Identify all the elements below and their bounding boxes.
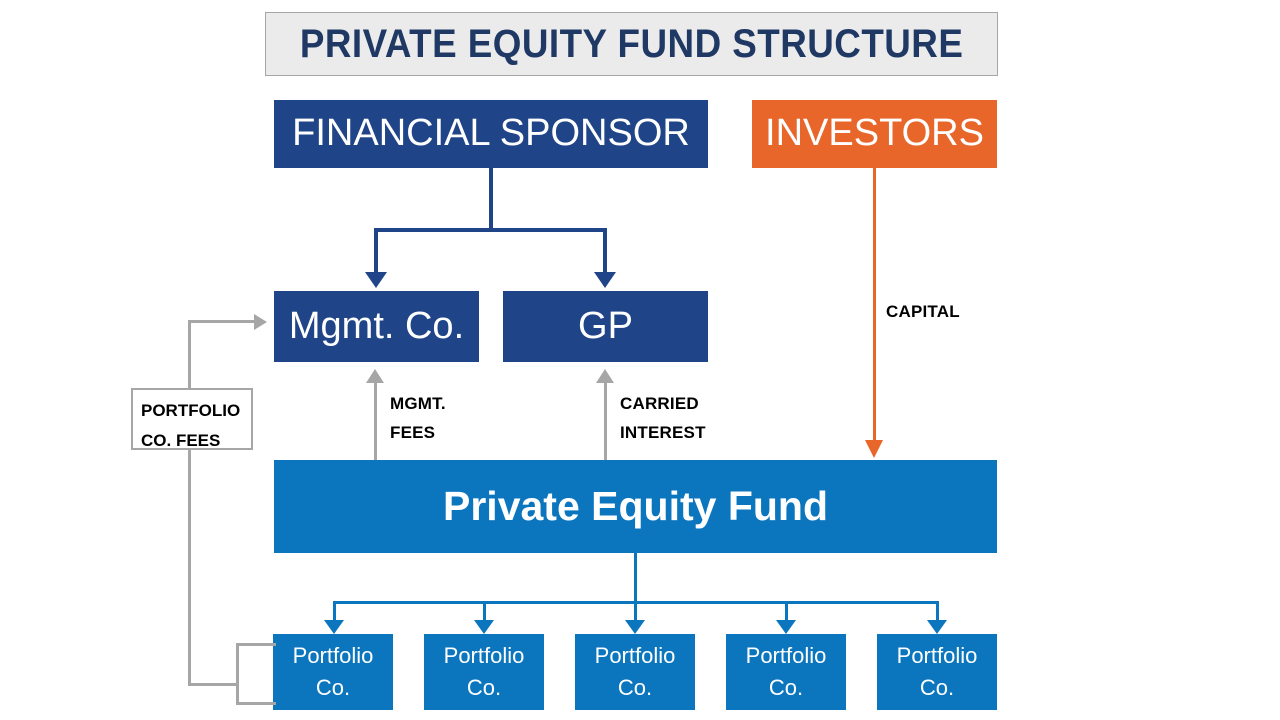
node-portfolio-co-5[interactable]: Portfolio Co. [877,634,997,710]
node-gp-label: GP [578,304,633,347]
label-carried-interest: CARRIED INTEREST [620,394,706,442]
label-capital: CAPITAL [886,302,960,321]
connector-pco-fees-tab-vertical [236,643,239,705]
arrowhead-carried-interest [596,369,614,383]
label-mgmt-fees: MGMT. FEES [390,394,446,442]
connector-fund-to-pco-3 [634,601,637,623]
connector-pco-fees-run-right [188,320,256,323]
node-portfolio-co-4-line2: Co. [768,675,804,700]
connector-sponsor-to-mgmt [374,228,378,274]
node-portfolio-co-1[interactable]: Portfolio Co. [273,634,393,710]
connector-sponsor-to-gp [603,228,607,274]
page-title: PRIVATE EQUITY FUND STRUCTURE [299,21,964,66]
connector-fund-to-pco-5 [936,601,939,623]
node-financial-sponsor[interactable]: FINANCIAL SPONSOR [274,100,708,168]
connector-pco-fees-bottom-tab [236,702,276,705]
arrowhead-to-gp [594,272,616,288]
node-portfolio-co-3[interactable]: Portfolio Co. [575,634,695,710]
connector-pco-fees-run-up [188,320,191,686]
node-portfolio-co-1-line1: Portfolio [292,643,374,669]
node-portfolio-co-2[interactable]: Portfolio Co. [424,634,544,710]
node-private-equity-fund-label: Private Equity Fund [443,482,828,529]
connector-fund-stem [634,553,637,604]
connector-pco-fees-run-left [188,683,239,686]
connector-fund-to-pco-2 [483,601,486,623]
node-investors[interactable]: INVESTORS [752,100,997,168]
arrowhead-pco-fees-to-mgmt-co [254,314,267,330]
node-portfolio-co-3-line2: Co. [617,675,653,700]
node-financial-sponsor-label: FINANCIAL SPONSOR [292,112,690,155]
node-investors-label: INVESTORS [765,112,984,155]
arrowhead-pco-1 [324,620,344,634]
node-portfolio-co-3-line1: Portfolio [594,643,676,669]
node-portfolio-co-5-line2: Co. [919,675,955,700]
arrowhead-pco-4 [776,620,796,634]
connector-fund-to-pco-4 [785,601,788,623]
connector-mgmt-fees-line [374,382,377,460]
node-portfolio-co-4[interactable]: Portfolio Co. [726,634,846,710]
node-mgmt-co[interactable]: Mgmt. Co. [274,291,479,362]
node-mgmt-co-label: Mgmt. Co. [288,304,465,347]
arrowhead-pco-2 [474,620,494,634]
diagram-title-box: PRIVATE EQUITY FUND STRUCTURE [265,12,998,76]
node-portfolio-co-2-line1: Portfolio [443,643,525,669]
node-portfolio-co-4-line1: Portfolio [745,643,827,669]
node-portfolio-co-2-line2: Co. [466,675,502,700]
arrowhead-to-mgmt-co [365,272,387,288]
arrowhead-pco-3 [625,620,645,634]
connector-sponsor-bus [374,228,607,232]
connector-pco-fees-top-tab [236,643,276,646]
node-private-equity-fund[interactable]: Private Equity Fund [274,460,997,553]
arrowhead-capital [865,440,883,458]
connector-fund-to-pco-1 [333,601,336,623]
connector-carried-interest-line [604,382,607,460]
node-gp[interactable]: GP [503,291,708,362]
label-portfolio-co-fees: PORTFOLIO CO. FEES [131,388,253,450]
arrowhead-mgmt-fees [366,369,384,383]
connector-sponsor-stem [489,168,493,230]
connector-capital-line [873,168,876,442]
node-portfolio-co-5-line1: Portfolio [896,643,978,669]
node-portfolio-co-1-line2: Co. [315,675,351,700]
arrowhead-pco-5 [927,620,947,634]
